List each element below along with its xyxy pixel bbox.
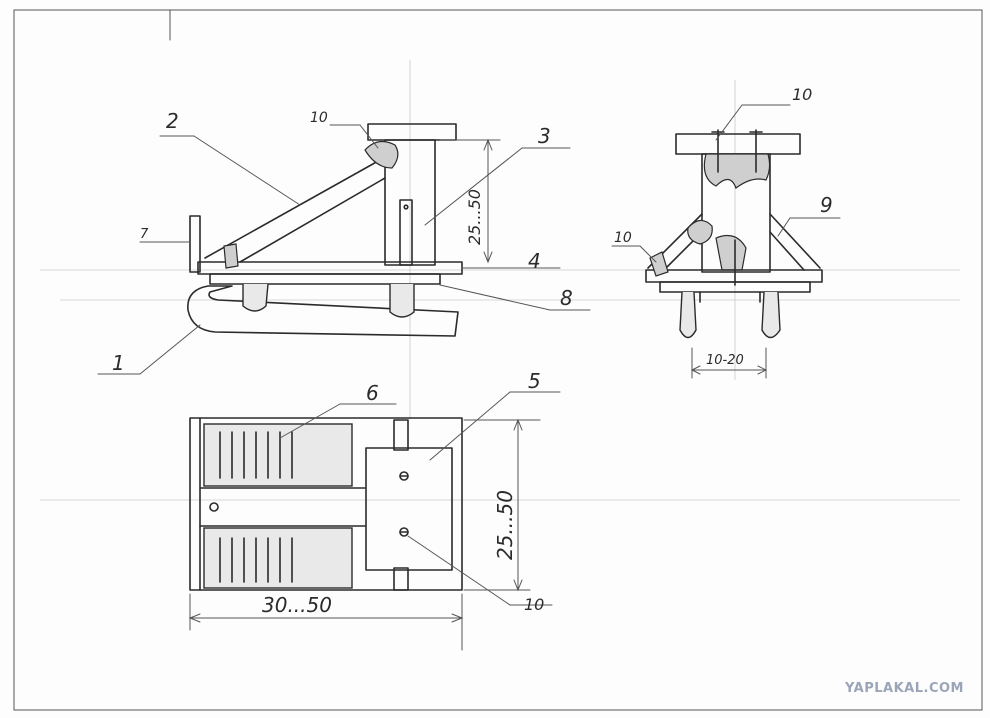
- plan-view: 6 5 10 30...50 25...50: [188, 369, 561, 651]
- side-dim-height: 25...50: [465, 189, 484, 245]
- callout-10-plan: 10: [524, 595, 544, 614]
- end-brace-right: [769, 213, 821, 269]
- callout-10-side: 10: [310, 110, 328, 126]
- callout-10-end-top: 10: [792, 85, 812, 104]
- plan-dim-height: 25...50: [493, 490, 517, 560]
- end-bolt-section-center: [715, 235, 747, 271]
- side-clamp-strip: [399, 199, 413, 266]
- end-leg-right: [761, 291, 781, 339]
- end-view: 10 9 10 10-20: [611, 85, 841, 379]
- side-leg-left: [242, 283, 269, 312]
- callout-3: 3: [538, 124, 551, 148]
- plan-grip-lines-top: [219, 431, 293, 479]
- callout-7: 7: [140, 227, 149, 242]
- side-end-plate: [189, 215, 201, 273]
- side-bolt-top: [364, 140, 399, 169]
- side-brace-top: [204, 159, 381, 259]
- side-bolt-base: [223, 243, 239, 269]
- side-under-plate: [209, 273, 441, 285]
- sheet-border: [13, 9, 983, 711]
- callout-9: 9: [820, 193, 833, 217]
- callout-10-end-left: 10: [614, 230, 632, 246]
- plan-slat-top: [203, 423, 353, 487]
- plan-center-bolt: [209, 502, 219, 512]
- callout-6: 6: [366, 381, 379, 405]
- end-dim-width: 10-20: [706, 353, 744, 368]
- callout-8: 8: [560, 286, 573, 310]
- plan-slat-bottom: [203, 527, 353, 589]
- callout-4: 4: [528, 249, 541, 273]
- callout-2: 2: [166, 109, 179, 133]
- callout-1: 1: [112, 351, 125, 375]
- callout-5: 5: [528, 369, 541, 393]
- end-under-plate: [659, 281, 811, 293]
- plan-dim-width: 30...50: [262, 593, 332, 617]
- end-leg-left: [679, 291, 697, 339]
- watermark-text: YAPLAKAL.COM: [845, 681, 964, 696]
- plan-grip-lines-bottom: [219, 537, 293, 583]
- end-top-plate: [675, 133, 801, 155]
- side-brace-bottom: [239, 177, 386, 263]
- side-view: 2 10 3 4 7 8 1 25...50: [97, 109, 591, 375]
- side-top-plate: [367, 123, 457, 141]
- plan-outer-frame: [189, 417, 463, 591]
- end-bolt-section-top: [703, 153, 771, 189]
- side-leg-right: [389, 284, 415, 318]
- side-runner-ski: [187, 285, 459, 337]
- plan-clamp-plate: [365, 447, 453, 571]
